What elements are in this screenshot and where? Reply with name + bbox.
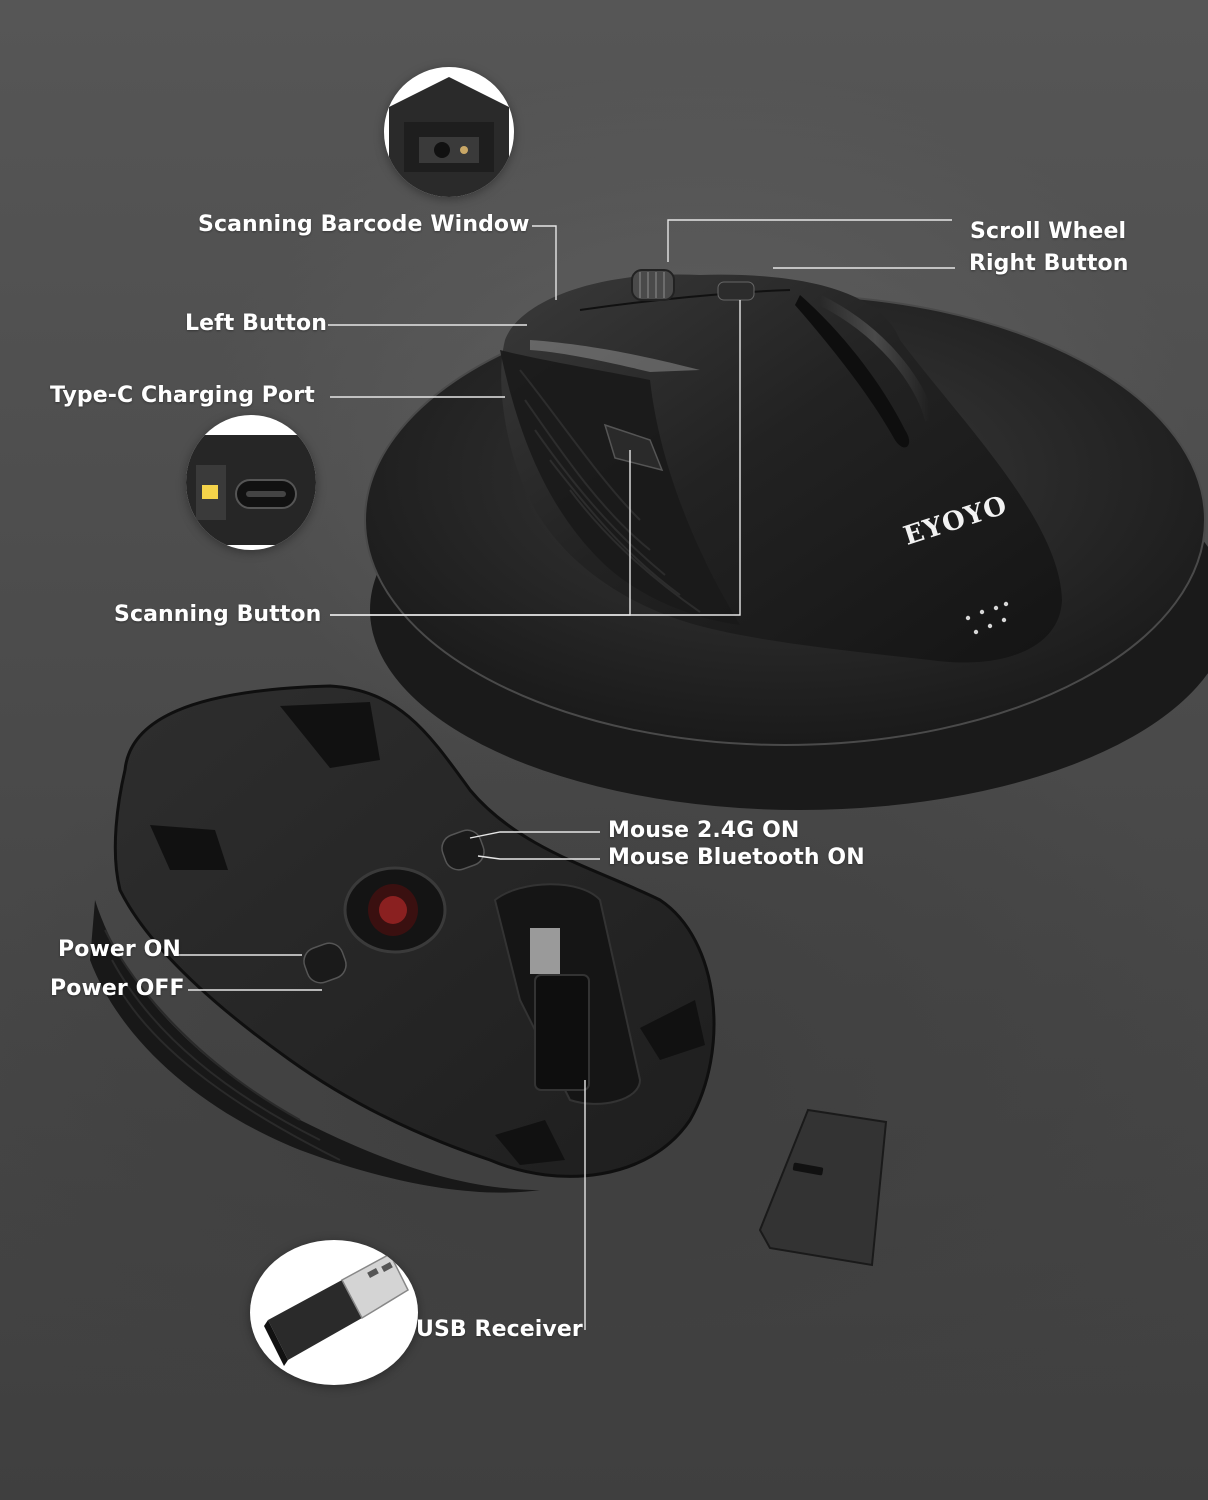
mouse-top-view [500, 269, 1062, 663]
callout-leader-lines [178, 219, 955, 1330]
callout-type-c-charging-port: Type-C Charging Port [50, 383, 315, 408]
battery-cover [758, 1108, 888, 1267]
callout-mouse-24g-on: Mouse 2.4G ON [608, 818, 800, 843]
callout-right-button: Right Button [969, 251, 1129, 276]
callout-power-off: Power OFF [50, 976, 185, 1001]
type-c-port-inset [186, 415, 316, 550]
mouse-bottom-view [90, 684, 716, 1193]
callout-scroll-wheel: Scroll Wheel [970, 219, 1127, 244]
callout-usb-receiver: USB Receiver [416, 1317, 583, 1342]
barcode-window-inset [384, 67, 514, 197]
callout-power-on: Power ON [58, 937, 181, 962]
callout-left-button: Left Button [185, 311, 328, 336]
usb-receiver-inset [250, 1240, 418, 1385]
callout-scanning-barcode-window: Scanning Barcode Window [198, 212, 530, 237]
callout-mouse-bluetooth-on: Mouse Bluetooth ON [608, 845, 865, 870]
callout-scanning-button: Scanning Button [114, 602, 322, 627]
